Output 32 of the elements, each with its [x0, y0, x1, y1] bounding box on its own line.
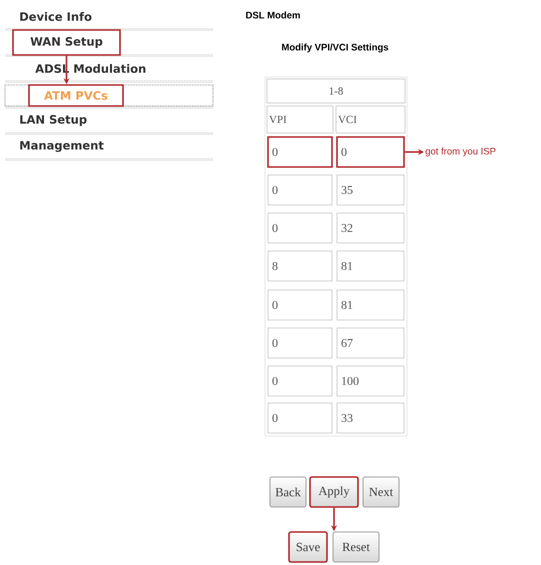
button: Next — [362, 476, 400, 508]
input-field: 8 — [268, 250, 332, 282]
menu-item: Device Info — [20, 12, 92, 21]
input-field: 81 — [336, 250, 404, 282]
input-field: 0 — [268, 290, 332, 320]
table-header-cell: VPI — [266, 106, 334, 134]
button: Back — [270, 476, 306, 508]
annotation-text: got from you ISP — [426, 148, 496, 156]
input-field: 0 — [268, 174, 332, 206]
table-header-cell: VCI — [336, 106, 406, 134]
input-field: 35 — [336, 174, 404, 206]
input-field: 33 — [336, 402, 404, 434]
page-title: DSL Modem — [246, 12, 300, 18]
input-field: 0 — [268, 366, 332, 396]
highlighted-menu-item: WAN Setup — [12, 29, 121, 56]
highlighted-menu-item: ATM PVCs — [28, 84, 124, 107]
input-field: 81 — [336, 290, 404, 320]
menu-item: LAN Setup — [20, 115, 87, 126]
button: Apply — [309, 476, 359, 508]
menu-item: Management — [20, 141, 104, 152]
section-heading: Modify VPI/VCI Settings — [282, 44, 388, 52]
input-field: 0 — [268, 328, 332, 358]
input-field: 0 — [268, 402, 332, 434]
button: Reset — [332, 532, 380, 562]
input-field: 0 — [336, 136, 405, 168]
input-field: 32 — [336, 212, 404, 244]
input-field: 0 — [267, 136, 333, 168]
input-field: 67 — [336, 328, 404, 358]
input-field: 0 — [268, 212, 332, 244]
input-field: 100 — [336, 366, 404, 396]
button: Save — [288, 531, 328, 563]
table-header-cell: 1-8 — [266, 78, 406, 104]
